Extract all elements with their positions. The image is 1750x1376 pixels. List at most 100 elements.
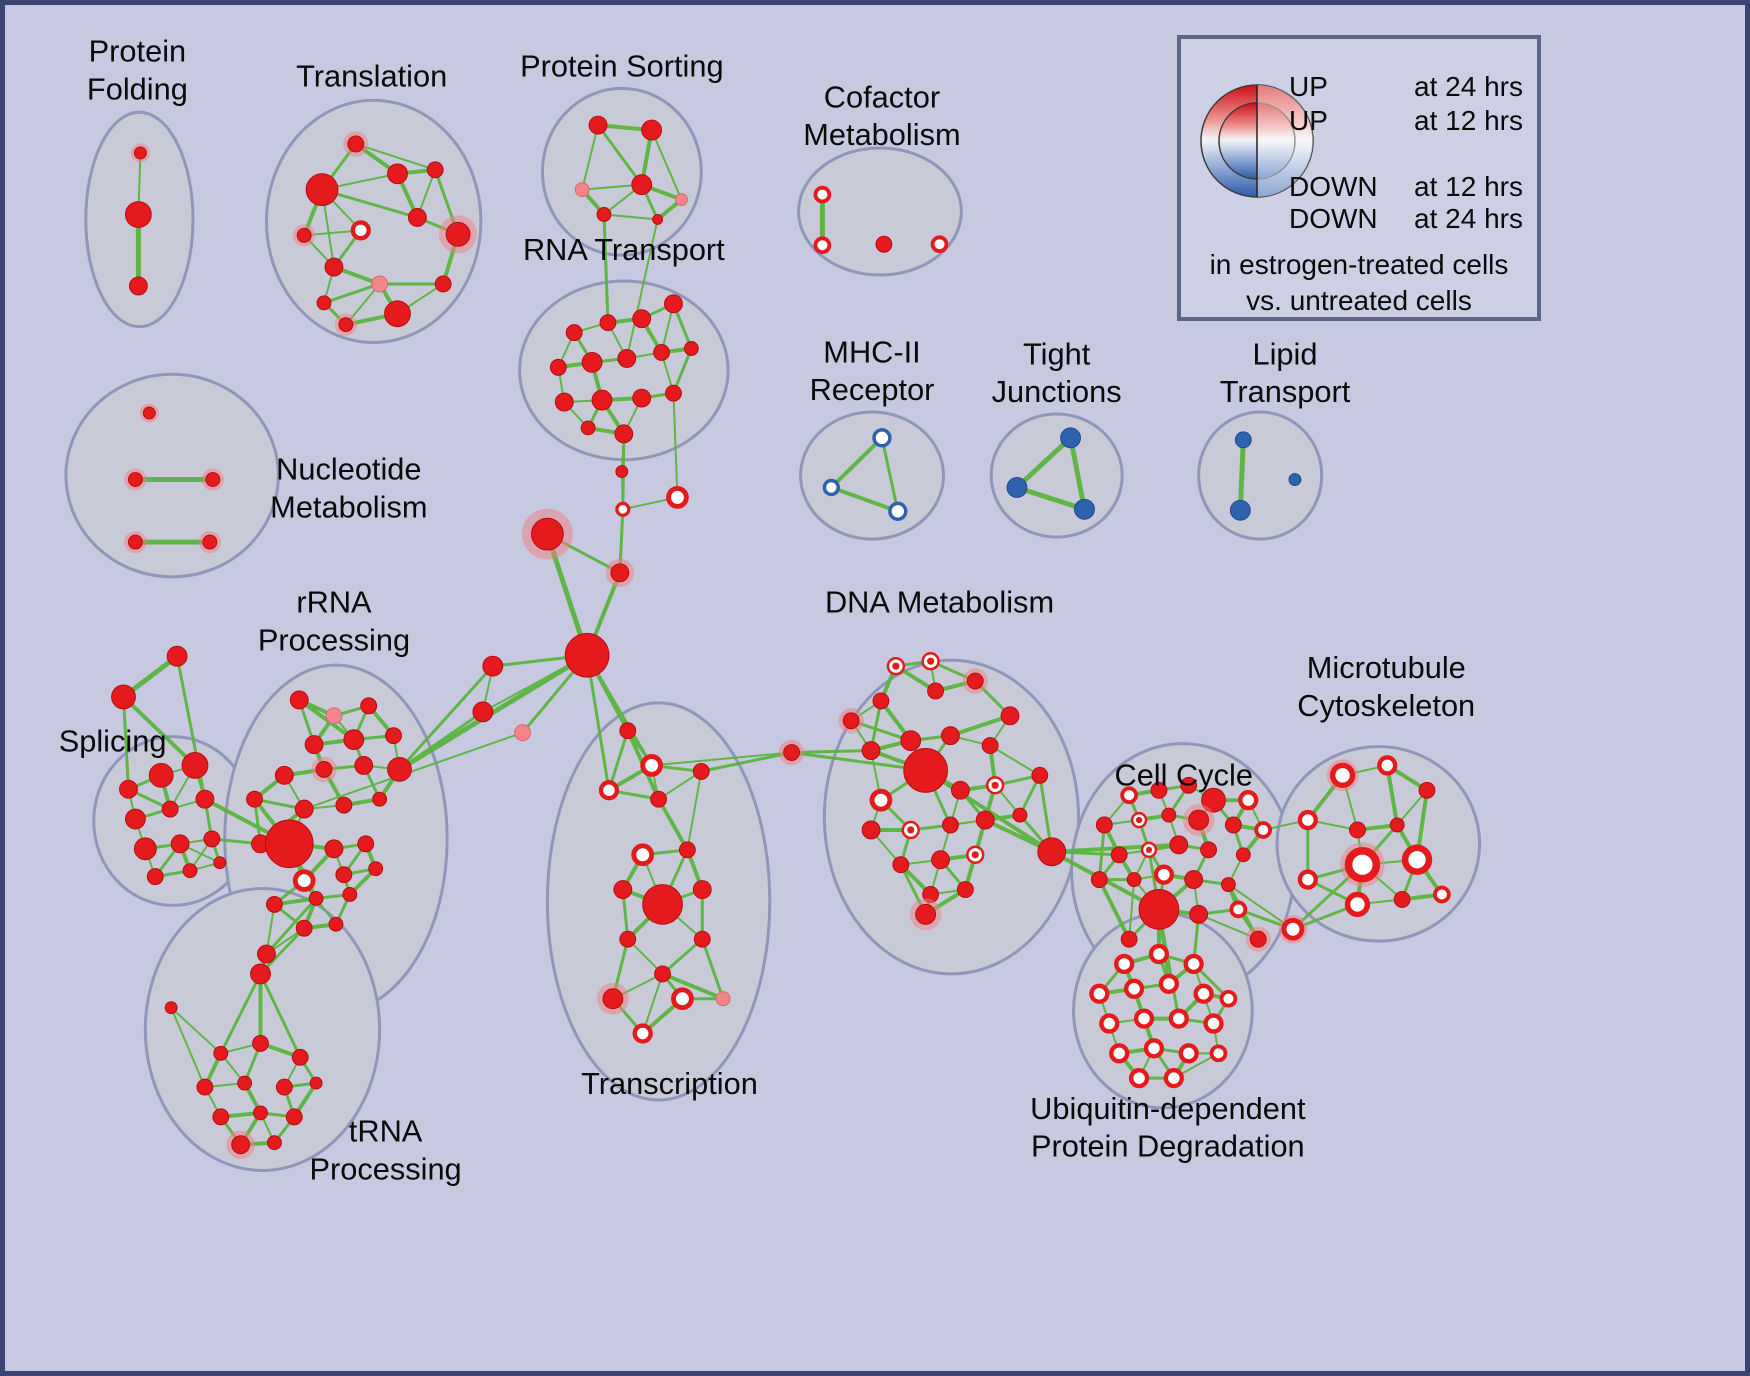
- network-node: [1329, 762, 1356, 789]
- network-node: [1148, 943, 1170, 965]
- network-node: [371, 275, 389, 293]
- network-node: [581, 351, 603, 373]
- network-node: [1219, 989, 1238, 1008]
- network-node: [124, 808, 146, 830]
- network-node: [615, 465, 629, 479]
- network-node: [296, 227, 312, 243]
- network-edge: [264, 896, 318, 956]
- network-node-core: [927, 657, 935, 665]
- network-node: [693, 930, 711, 948]
- network-node: [294, 799, 314, 819]
- network-node: [265, 895, 283, 913]
- legend-direction: UP: [1289, 105, 1328, 136]
- network-node: [384, 300, 411, 328]
- cluster-label-protein-sorting: Protein Sorting: [520, 48, 724, 83]
- network-edge: [829, 485, 900, 514]
- network-edge: [657, 770, 703, 801]
- network-edge: [661, 937, 704, 976]
- network-node: [295, 919, 313, 937]
- network-node: [1201, 787, 1226, 813]
- network-node: [119, 779, 138, 799]
- network-node: [1184, 870, 1204, 890]
- legend-row-up-12: UP at 12 hrs: [1289, 105, 1523, 137]
- legend-row-up-24: UP at 24 hrs: [1289, 71, 1523, 103]
- network-node: [335, 796, 353, 814]
- network-node: [514, 724, 532, 742]
- network-node: [903, 748, 948, 793]
- network-node: [941, 726, 960, 746]
- network-node: [1178, 1043, 1199, 1064]
- network-node: [981, 737, 999, 755]
- network-node-core: [971, 851, 979, 859]
- network-node: [666, 486, 689, 509]
- network-node: [182, 863, 198, 879]
- network-node: [407, 208, 427, 227]
- network-node: [1203, 1013, 1224, 1034]
- network-edge: [581, 124, 600, 191]
- legend-footer-line1: in estrogen-treated cells: [1209, 249, 1509, 280]
- network-node: [127, 534, 143, 550]
- network-edge: [219, 972, 262, 1055]
- network-node: [950, 780, 970, 800]
- network-edge: [699, 751, 794, 773]
- network-node: [632, 1023, 653, 1044]
- network-node: [654, 965, 671, 983]
- network-node: [1432, 885, 1451, 904]
- network-edge: [354, 142, 437, 171]
- network-node: [385, 727, 402, 745]
- network-node: [956, 881, 974, 898]
- network-node-core: [907, 826, 915, 834]
- network-node: [615, 501, 631, 517]
- network-node: [631, 174, 653, 196]
- network-node: [1281, 917, 1305, 941]
- network-edge: [396, 652, 590, 772]
- network-node: [1000, 706, 1020, 726]
- network-node: [133, 837, 157, 861]
- network-edge: [1097, 877, 1132, 942]
- network-node: [1114, 953, 1135, 975]
- network-node: [181, 752, 209, 779]
- cluster-label-dna-metabolism: DNA Metabolism: [825, 585, 1054, 620]
- network-node: [316, 295, 332, 311]
- network-node: [1169, 835, 1189, 855]
- network-node: [368, 861, 384, 877]
- network-node: [212, 1108, 230, 1126]
- legend-footer-line2: vs. untreated cells: [1246, 285, 1472, 316]
- cluster-lipid-transport: [1197, 410, 1324, 541]
- network-node: [1110, 846, 1128, 864]
- network-node-core: [1145, 846, 1153, 853]
- network-node: [285, 1108, 303, 1126]
- network-node: [133, 146, 147, 160]
- legend-time: at 12 hrs: [1414, 171, 1523, 202]
- network-node: [1193, 983, 1214, 1004]
- network-node: [888, 501, 908, 521]
- legend-row-down-24: DOWN at 24 hrs: [1289, 203, 1523, 235]
- network-node: [1158, 973, 1179, 994]
- network-node: [692, 762, 710, 780]
- network-node: [872, 428, 892, 448]
- network-node: [291, 1048, 309, 1066]
- network-node: [1037, 837, 1067, 867]
- network-node: [202, 534, 218, 550]
- network-node: [253, 1105, 268, 1121]
- network-node: [813, 236, 832, 255]
- network-node: [1249, 930, 1267, 948]
- network-node: [966, 672, 984, 690]
- network-edge: [122, 695, 130, 791]
- network-node: [619, 722, 637, 740]
- network-node: [289, 690, 309, 710]
- network-edge: [686, 770, 703, 851]
- network-node: [617, 348, 637, 368]
- network-node: [1031, 766, 1049, 784]
- cluster-tight-junctions: [989, 412, 1124, 539]
- network-node: [124, 201, 152, 228]
- network-node: [565, 324, 583, 342]
- network-node: [674, 193, 688, 207]
- network-node: [237, 1075, 253, 1091]
- network-node: [315, 760, 333, 778]
- network-edge: [1237, 437, 1246, 513]
- network-edge: [1068, 435, 1087, 512]
- network-node: [1229, 499, 1251, 521]
